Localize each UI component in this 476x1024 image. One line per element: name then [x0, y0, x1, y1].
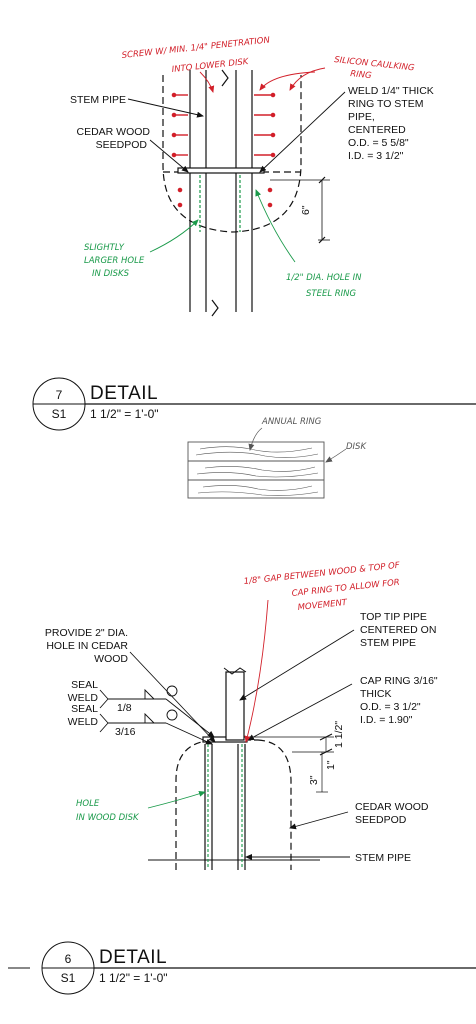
leader-cedar-6: [289, 811, 349, 830]
break-top: [221, 69, 229, 87]
leader-dia-hole: [255, 189, 296, 263]
label-top-tip-line2: CENTERED ON: [360, 624, 436, 636]
leader-cedar: [149, 139, 189, 173]
note-dia-line1: 1/2" DIA. HOLE IN: [286, 273, 362, 283]
note-screw-line1: SCREW W/ MIN. 1/4" PENETRATION: [121, 35, 271, 61]
note-gap-line2: CAP RING TO ALLOW FOR: [291, 578, 400, 599]
label-seal-weld-b1: SEAL: [71, 703, 98, 715]
label-seal-weld-a-size: 1/8: [117, 702, 132, 714]
label-stem-pipe: STEM PIPE: [70, 94, 126, 106]
leader-cap-ring: [247, 683, 353, 741]
detail-6-scale: 1 1/2" = 1'-0": [99, 971, 168, 985]
label-provide-line3: WOOD: [94, 653, 128, 665]
detail-7-number: 7: [56, 388, 63, 402]
detail-6-number: 6: [65, 952, 72, 966]
label-weld-line4: CENTERED: [348, 124, 406, 136]
leader-silicon-1: [289, 67, 326, 91]
detail-6-drawing: [148, 667, 334, 870]
leader-disk: [325, 448, 347, 463]
disk-sketch: [187, 427, 347, 499]
leader-hole-6: [147, 790, 206, 809]
label-seal-weld-b-size: 3/16: [115, 726, 136, 738]
note-silicon-line2: RING: [350, 69, 373, 81]
note-screw-line2: INTO LOWER DISK: [171, 57, 250, 75]
label-weld-line1: WELD 1/4" THICK: [348, 85, 434, 97]
label-cap-od: O.D. = 3 1/2": [360, 701, 421, 713]
detail-7-sheet: S1: [52, 407, 67, 421]
disk-hole-marks: [199, 175, 241, 232]
detail-7-title: 7 S1 DETAIL 1 1/2" = 1'-0": [32, 377, 476, 431]
label-top-tip-line3: STEM PIPE: [360, 637, 416, 649]
detail-7-drawing: [162, 69, 330, 317]
note-dia-line2: STEEL RING: [306, 289, 357, 299]
leader-larger-hole: [149, 219, 199, 253]
weld-symbol-1: [99, 685, 215, 738]
label-top-tip-line1: TOP TIP PIPE: [360, 611, 427, 623]
note-hole-line1: SLIGHTLY: [84, 243, 125, 253]
dimension-3in: 3": [308, 775, 320, 785]
leader-provide-hole: [129, 651, 216, 743]
note-gap-line3: MOVEMENT: [297, 598, 348, 613]
note-hole6-line2: IN WOOD DISK: [76, 813, 140, 823]
label-cap-line1: CAP RING 3/16": [360, 675, 438, 687]
label-weld-line3: PIPE,: [348, 111, 375, 123]
note-silicon-line1: SILICON CAULKING: [334, 55, 416, 73]
note-hole-line2: LARGER HOLE: [84, 256, 145, 266]
leader-annual-ring: [248, 427, 263, 451]
note-hole6-line1: HOLE: [76, 799, 100, 809]
screws: [171, 92, 276, 208]
weld-ring: [177, 167, 265, 174]
label-provide-line1: PROVIDE 2" DIA.: [45, 627, 128, 639]
label-cedar6-line2: SEEDPOD: [355, 814, 407, 826]
top-tip-pipe: [225, 671, 245, 741]
detail-6-heading: DETAIL: [99, 947, 167, 968]
label-cedar6-line1: CEDAR WOOD: [355, 801, 429, 813]
note-annual-ring: ANNUAL RING: [261, 417, 322, 427]
leader-silicon-2: [259, 71, 316, 91]
detail-6-title: 6 S1 DETAIL 1 1/2" = 1'-0": [8, 941, 476, 995]
leader-stem-pipe: [127, 98, 204, 118]
note-disk: DISK: [346, 442, 367, 452]
label-cap-id: I.D. = 1.90": [360, 714, 413, 726]
dimension-1in: 1": [325, 760, 337, 770]
break-bottom: [211, 299, 219, 317]
leader-gap: [244, 599, 269, 743]
label-cedar-line1: CEDAR WOOD: [77, 126, 151, 138]
label-cedar-line2: SEEDPOD: [96, 139, 148, 151]
label-seal-weld-a1: SEAL: [71, 679, 98, 691]
label-stem6: STEM PIPE: [355, 852, 411, 864]
detail-7-scale: 1 1/2" = 1'-0": [90, 407, 159, 421]
disk-stack: [187, 441, 325, 499]
weld-symbol-2: [99, 709, 213, 745]
leader-top-tip: [239, 629, 355, 701]
detail-6-sheet: S1: [61, 971, 76, 985]
label-weld-line2: RING TO STEM: [348, 98, 423, 110]
leader-screw: [199, 71, 215, 93]
label-seal-weld-b2: WELD: [68, 716, 99, 728]
label-cap-line2: THICK: [360, 688, 392, 700]
detail-7-heading: DETAIL: [90, 383, 158, 404]
dimension-6in: 6": [300, 205, 312, 215]
note-hole-line3: IN DISKS: [92, 269, 130, 279]
label-provide-line2: HOLE IN CEDAR: [46, 640, 128, 652]
label-weld-od: O.D. = 5 5/8": [348, 137, 409, 149]
dimension-1-5in: 1 1/2": [333, 721, 345, 748]
label-weld-id: I.D. = 3 1/2": [348, 150, 404, 162]
label-seal-weld-a2: WELD: [68, 692, 99, 704]
seedpod-outline: [162, 75, 302, 233]
leader-weld: [259, 91, 346, 173]
